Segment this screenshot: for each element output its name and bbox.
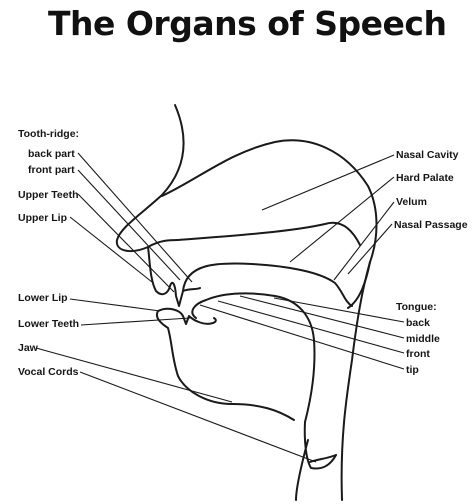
leader-jaw (35, 347, 233, 403)
label-tongue-tip: tip (406, 364, 419, 376)
leader-tongue-middle (239, 295, 405, 339)
diagram-title: The Organs of Speech (48, 4, 447, 43)
label-tongue-front: front (406, 348, 430, 360)
leader-vocal-cords (79, 371, 317, 463)
label-tongue-middle: middle (406, 333, 440, 345)
label-upper-teeth: Upper Teeth (18, 189, 78, 201)
lower-lip-outline (157, 307, 217, 325)
label-velum: Velum (396, 196, 427, 208)
label-back-part: back part (28, 148, 75, 160)
leader-tongue-back (273, 297, 405, 323)
label-nasal-cavity: Nasal Cavity (396, 149, 459, 161)
leader-lower-lip (69, 298, 161, 312)
vocal-cords-outline (309, 454, 337, 463)
leader-velum (333, 201, 395, 281)
label-nasal-passage: Nasal Passage (394, 219, 468, 231)
leader-hard-palate (289, 176, 395, 263)
label-jaw: Jaw (18, 342, 39, 354)
leader-tongue-tip (199, 304, 405, 370)
leader-nasal-cavity (261, 154, 395, 211)
leader-lines (35, 152, 405, 463)
leader-tongue-front (217, 300, 405, 354)
nose-outline (115, 104, 185, 253)
label-hard-palate: Hard Palate (396, 172, 454, 184)
upper-lip-outline (147, 246, 201, 307)
label-tongue-back: back (406, 317, 430, 329)
leader-upper-lip (69, 216, 153, 283)
nasal-floor-outline (177, 221, 361, 246)
pharynx-outline (340, 261, 371, 501)
label-tongue: Tongue: (396, 301, 437, 313)
leader-front-part (77, 169, 181, 281)
left-labels: Tooth-ridge: back part front part Upper … (18, 128, 79, 378)
leader-lower-teeth (80, 317, 191, 326)
leader-back-part (77, 152, 193, 283)
label-lower-lip: Lower Lip (18, 292, 68, 304)
label-front-part: front part (28, 164, 75, 176)
anatomy-outline (115, 104, 378, 501)
right-labels: Nasal Cavity Hard Palate Velum Nasal Pas… (394, 149, 468, 376)
label-upper-lip: Upper Lip (18, 212, 67, 224)
tongue-outline (191, 292, 316, 423)
label-tooth-ridge: Tooth-ridge: (18, 128, 79, 140)
jaw-outline (156, 310, 295, 421)
palate-outline (182, 262, 353, 307)
larynx-outline (295, 421, 337, 501)
nasal-cavity-outline (161, 139, 378, 309)
label-lower-teeth: Lower Teeth (18, 318, 79, 330)
leader-upper-teeth (77, 193, 175, 293)
label-vocal-cords: Vocal Cords (18, 366, 79, 378)
leader-nasal-passage (347, 223, 393, 275)
